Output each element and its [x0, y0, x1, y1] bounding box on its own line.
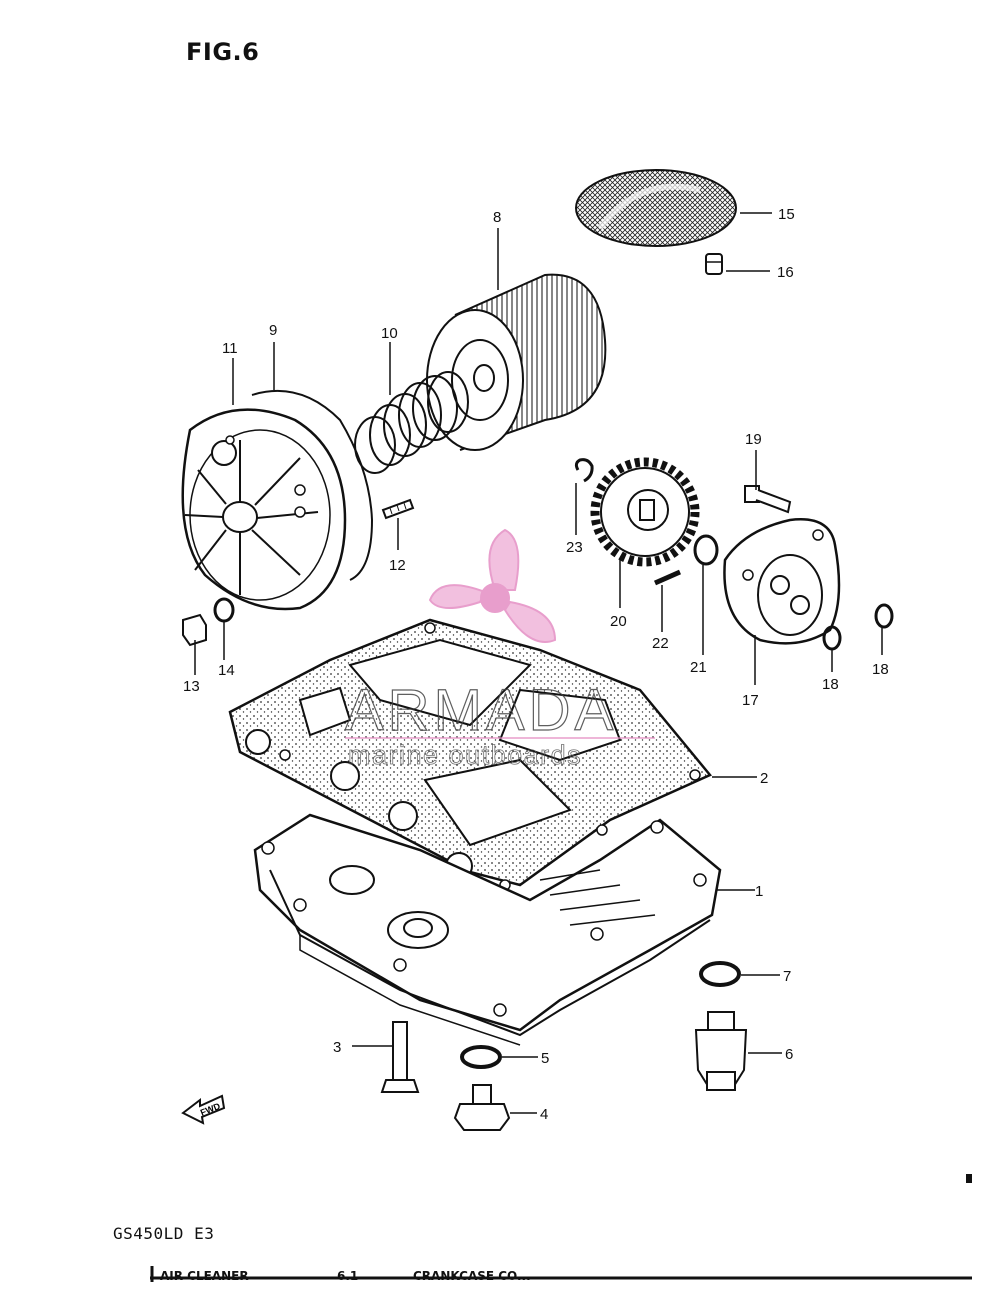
callout-3: 3	[333, 1039, 341, 1056]
oil-pump-drive-gear	[590, 457, 700, 567]
oil-drain-plug	[453, 1084, 511, 1131]
callout-18b: 18	[872, 661, 889, 678]
drive-pin	[653, 569, 682, 586]
drain-plug-gasket	[460, 1045, 502, 1069]
oil-filter	[426, 273, 607, 451]
figure-title: FIG.6	[186, 38, 260, 66]
pan-bolt	[380, 1021, 420, 1093]
callout-2: 2	[760, 770, 768, 787]
callout-6: 6	[785, 1046, 793, 1063]
callout-8: 8	[493, 209, 501, 226]
oil-strainer-screen	[575, 169, 737, 247]
callout-16: 16	[777, 264, 794, 281]
filter-stud	[381, 498, 415, 520]
circlip	[574, 458, 594, 483]
callout-17: 17	[742, 692, 759, 709]
callout-11: 11	[222, 340, 238, 357]
pump-bolt	[744, 485, 792, 514]
filter-spring	[354, 371, 469, 474]
pump-o-ring-a	[822, 625, 842, 651]
callout-20: 20	[610, 613, 627, 630]
pump-o-ring-b	[874, 603, 894, 629]
watermark-brand: ARMADA	[345, 678, 617, 743]
model-code: GS450LD E3	[113, 1224, 215, 1243]
callout-10: 10	[381, 325, 398, 342]
callout-14: 14	[218, 662, 235, 679]
leader-lines	[194, 212, 883, 1114]
callout-15: 15	[778, 206, 795, 223]
oil-filter-cap	[181, 408, 347, 611]
callout-5: 5	[541, 1050, 549, 1067]
pressure-switch-gasket	[699, 961, 741, 987]
drain-bolt-small	[182, 613, 207, 647]
small-washer	[213, 597, 235, 623]
footer-section-left: AIR CLEANER	[160, 1269, 249, 1283]
strainer-screw	[705, 253, 723, 275]
watermark-tagline: marine outboards	[348, 740, 582, 770]
footer-section-right: CRANKCASE CO...	[413, 1269, 531, 1283]
oil-pan	[253, 813, 722, 1046]
callout-1: 1	[755, 883, 763, 900]
propeller-logo-icon	[428, 528, 557, 643]
callout-4: 4	[540, 1106, 548, 1123]
oil-pressure-switch	[694, 1011, 748, 1091]
forward-direction-arrow-icon: FWD	[181, 1094, 226, 1125]
fwd-label: FWD	[199, 1101, 222, 1118]
callout-21: 21	[690, 659, 707, 676]
callout-19: 19	[745, 431, 762, 448]
callout-9: 9	[269, 322, 277, 339]
footer-section-mid: 6.1	[337, 1269, 359, 1283]
callout-22: 22	[652, 635, 669, 652]
page-mark	[966, 1174, 972, 1183]
oil-pump	[723, 518, 841, 645]
callout-13: 13	[183, 678, 200, 695]
armada-watermark: ARMADA marine outboards	[344, 528, 655, 770]
filter-cap-o-ring	[251, 389, 374, 581]
pump-washer	[693, 534, 719, 566]
callout-23: 23	[566, 539, 583, 556]
callout-12: 12	[389, 557, 406, 574]
callout-7: 7	[783, 968, 791, 985]
callout-18a: 18	[822, 676, 839, 693]
